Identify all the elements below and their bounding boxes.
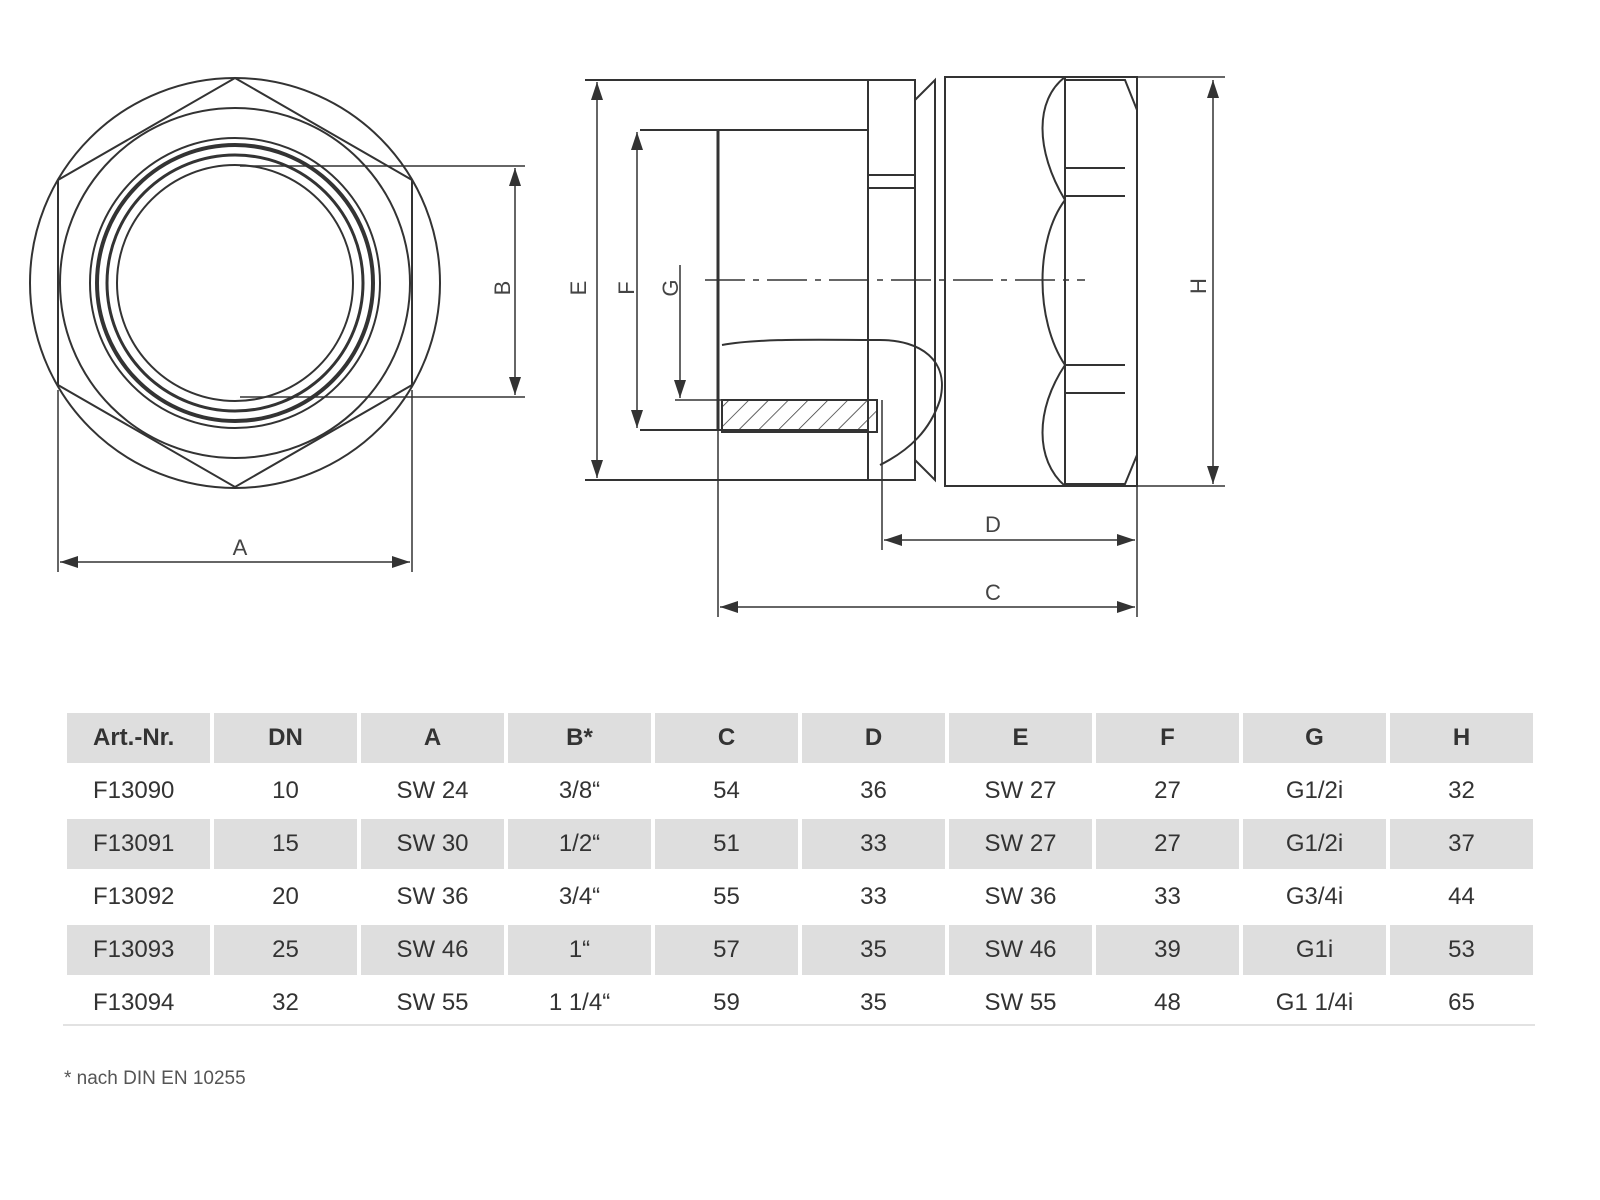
dimension-label-c: C	[985, 580, 1001, 605]
column-header: B*	[508, 713, 651, 763]
table-cell: SW 55	[984, 989, 1057, 1016]
table-cell: SW 46	[361, 925, 504, 975]
table-cell: 54	[713, 777, 740, 804]
dimension-label-b: B	[490, 281, 515, 296]
column-header: F	[1096, 713, 1239, 763]
table-cell: 27	[1096, 819, 1239, 869]
table-cell: 35	[802, 925, 945, 975]
table-cell: SW 27	[949, 819, 1092, 869]
table-cell: F13093	[67, 925, 210, 975]
table-cell: 1“	[508, 925, 651, 975]
table-cell: SW 27	[984, 777, 1057, 804]
table-cell: 37	[1390, 819, 1533, 869]
table-cell: 1 1/4“	[548, 989, 611, 1016]
column-header: DN	[214, 713, 357, 763]
footnote: * nach DIN EN 10255	[64, 1068, 246, 1089]
dimension-label-f: F	[614, 281, 639, 294]
table-cell: 39	[1096, 925, 1239, 975]
table-row: F13094 32 SW 55 1 1/4“ 59 35 SW 55 48 G1 1/4i 65	[67, 978, 1533, 1028]
dimension-label-a: A	[233, 535, 248, 560]
column-header: D	[802, 713, 945, 763]
table-cell: SW 30	[361, 819, 504, 869]
side-view: D C E F G H	[566, 76, 1225, 617]
table-cell: 32	[272, 989, 299, 1016]
table-cell: SW 55	[396, 989, 469, 1016]
table-cell: 10	[272, 777, 299, 804]
column-header: E	[949, 713, 1092, 763]
column-header: C	[655, 713, 798, 763]
column-header: G	[1243, 713, 1386, 763]
table-cell: G1/2i	[1243, 819, 1386, 869]
dimension-label-e: E	[566, 281, 591, 296]
table-row: F13090 10 SW 24 3/8“ 54 36 SW 27 27 G1/2i 32	[67, 766, 1533, 816]
table-cell: 27	[1154, 777, 1181, 804]
dimension-label-d: D	[985, 512, 1001, 537]
table-cell: 53	[1390, 925, 1533, 975]
table-cell: G1 1/4i	[1275, 989, 1354, 1016]
table-cell: 48	[1154, 989, 1181, 1016]
table-cell: 44	[1448, 883, 1475, 910]
table-cell: F13094	[93, 989, 175, 1016]
column-header: A	[361, 713, 504, 763]
table-cell: 1/2“	[508, 819, 651, 869]
table-bottom-rule	[63, 1024, 1535, 1026]
table-cell: F13091	[67, 819, 210, 869]
table-cell: 33	[1154, 883, 1181, 910]
table-cell: 32	[1448, 777, 1475, 804]
table-cell: 33	[860, 883, 887, 910]
table-header-row: Art.-Nr. DN A B* C D E F G H	[67, 713, 1533, 763]
column-header: H	[1390, 713, 1533, 763]
table-cell: F13092	[93, 883, 175, 910]
table-cell: F13090	[93, 777, 175, 804]
table-cell: SW 36	[396, 883, 469, 910]
table-cell: 20	[272, 883, 299, 910]
table-cell: 55	[713, 883, 740, 910]
technical-drawing: A B D C E F G H	[29, 76, 1225, 617]
table-cell: SW 46	[949, 925, 1092, 975]
table-row: F13092 20 SW 36 3/4“ 55 33 SW 36 33 G3/4i 44	[67, 872, 1533, 922]
table-cell: 65	[1448, 989, 1475, 1016]
table-cell: 57	[655, 925, 798, 975]
dimension-label-h: H	[1186, 278, 1211, 294]
front-view: A B	[29, 76, 525, 572]
table-cell: 35	[860, 989, 887, 1016]
table-cell: 36	[860, 777, 887, 804]
table-cell: SW 24	[396, 777, 469, 804]
dimensions-table: Art.-Nr. DN A B* C D E F G H F13090 10 SW …	[63, 710, 1537, 1031]
table-cell: G1i	[1243, 925, 1386, 975]
table-cell: 51	[655, 819, 798, 869]
table-cell: 3/8“	[558, 777, 601, 804]
table-cell: 15	[214, 819, 357, 869]
table-cell: G3/4i	[1285, 883, 1344, 910]
column-header: Art.-Nr.	[67, 713, 210, 763]
table-cell: 59	[713, 989, 740, 1016]
table-cell: 33	[802, 819, 945, 869]
table-cell: 3/4“	[558, 883, 601, 910]
table-cell: G1/2i	[1285, 777, 1344, 804]
table-cell: SW 36	[984, 883, 1057, 910]
table-cell: 25	[214, 925, 357, 975]
dimension-label-g: G	[658, 279, 683, 296]
